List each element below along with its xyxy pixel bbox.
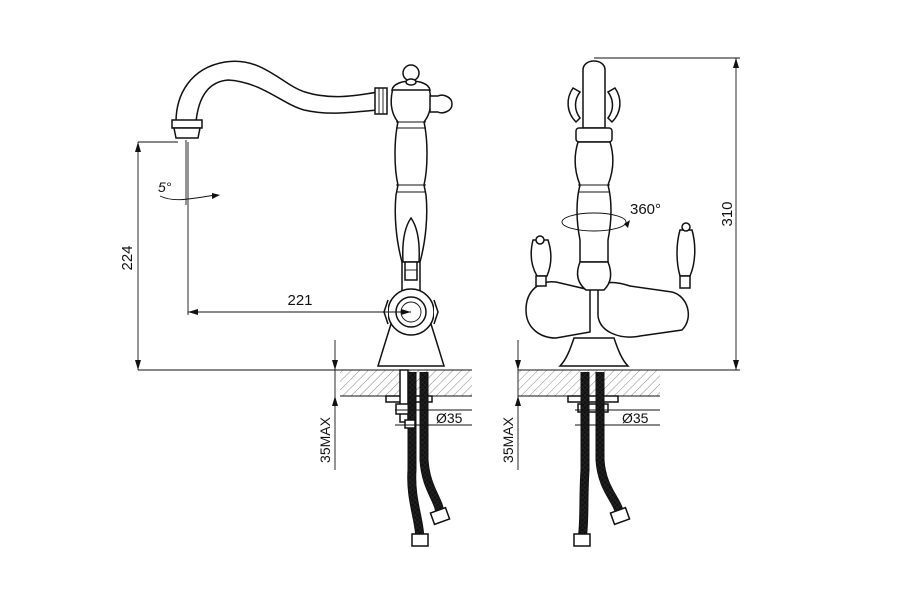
right-valve-body [597,281,690,338]
front-view: 360° 310 35MAX [500,57,740,547]
spout [175,60,379,123]
side-view: 224 221 5° 35MAX Ø35 [119,60,472,547]
lever-handle-side [402,216,420,263]
dim-max-thickness-right: 35MAX [500,416,516,463]
dim-total-height: 310 [719,201,736,226]
dim-hole-diameter-left: Ø35 [436,410,463,426]
spout-front [582,60,606,129]
lever-handle-right [676,229,696,277]
faucet-body-front [574,141,614,263]
dim-spout-reach: 221 [287,292,312,309]
dim-angle: 5° [158,179,172,195]
lever-handle-left [530,239,552,277]
rotation-indicator [561,212,627,232]
left-valve-body [525,281,591,339]
dim-max-thickness-left: 35MAX [317,416,333,463]
faucet-base-front [558,337,630,367]
dim-rotation: 360° [630,201,661,218]
dim-spout-height: 224 [119,245,136,270]
spout-aerator [171,119,203,129]
dim-hole-diameter-right: Ø35 [622,410,649,426]
